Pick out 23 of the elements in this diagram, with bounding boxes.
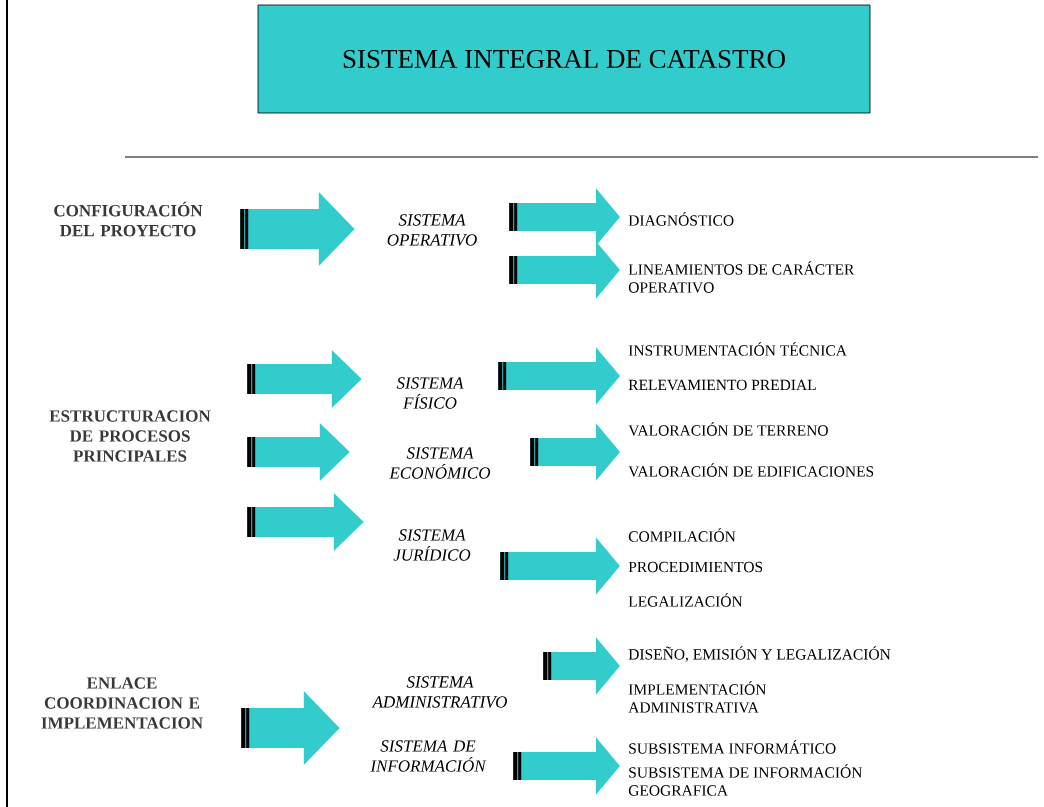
component-label: INSTRUMENTACIÓN TÉCNICA [628,342,847,356]
component-label: VALORACIÓN DE EDIFICACIONES [628,463,874,477]
component-label: COMPILACIÓN [628,528,736,542]
system-label: SISTEMA FÍSICO [396,377,464,409]
system-label: SISTEMA JURÍDICO [393,529,471,561]
component-label: SUBSISTEMA DE INFORMACIÓN GEOGRAFICA [628,764,863,796]
component-label: IMPLEMENTACIÓN ADMINISTRATIVA [628,681,767,713]
component-label: SUBSISTEMA INFORMÁTICO [629,740,836,754]
component-label: PROCEDIMIENTOS [628,561,763,573]
component-label: VALORACIÓN DE TERRENO [628,422,828,436]
stage-label: ESTRUCTURACION DE PROCESOS PRINCIPALES [49,410,211,462]
component-label: DIAGNÓSTICO [628,212,734,226]
system-label: SISTEMA DE INFORMACIÓN [370,740,487,772]
title-box: SISTEMA INTEGRAL DE CATASTRO [257,4,871,114]
system-label: SISTEMA OPERATIVO [387,214,477,246]
system-label: SISTEMA ADMINISTRATIVO [371,676,508,708]
system-label: SISTEMA ECONÓMICO [389,447,491,479]
stage-label: CONFIGURACIÓN DEL PROYECTO [54,201,203,237]
component-label: DISEÑO, EMISIÓN Y LEGALIZACIÓN [628,646,891,662]
component-label: LINEAMIENTOS DE CARÁCTER OPERATIVO [628,261,855,293]
component-label: RELEVAMIENTO PREDIAL [628,379,816,391]
component-label: LEGALIZACIÓN [628,593,743,607]
stage-label: ENLACE COORDINACION E IMPLEMENTACION [41,677,203,729]
